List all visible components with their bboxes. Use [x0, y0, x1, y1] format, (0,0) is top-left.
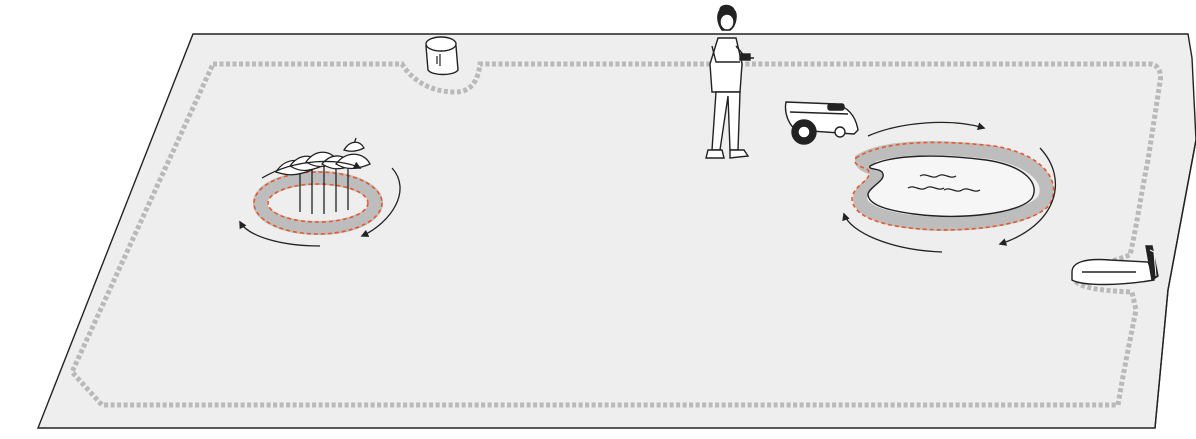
lawn-area	[36, 33, 1196, 429]
flower-bed-mowing-path	[253, 171, 383, 235]
charging-dock-icon	[1071, 245, 1159, 286]
plants	[275, 137, 371, 214]
flower-bed-no-go-outline	[253, 171, 383, 235]
robot-mower-icon	[784, 101, 859, 145]
pond-icon	[842, 121, 1056, 253]
lawn-right-edge	[1154, 139, 1196, 429]
perimeter-path	[69, 61, 1163, 408]
pond-water	[867, 155, 1035, 217]
pond-no-go-outline	[851, 141, 1055, 231]
person-with-phone-icon	[705, 4, 754, 159]
flower-bed-icon	[239, 137, 401, 247]
lawn-shape	[36, 33, 1196, 429]
rtk-base-station-icon	[425, 36, 459, 76]
pond-mowing-path	[852, 141, 1054, 231]
